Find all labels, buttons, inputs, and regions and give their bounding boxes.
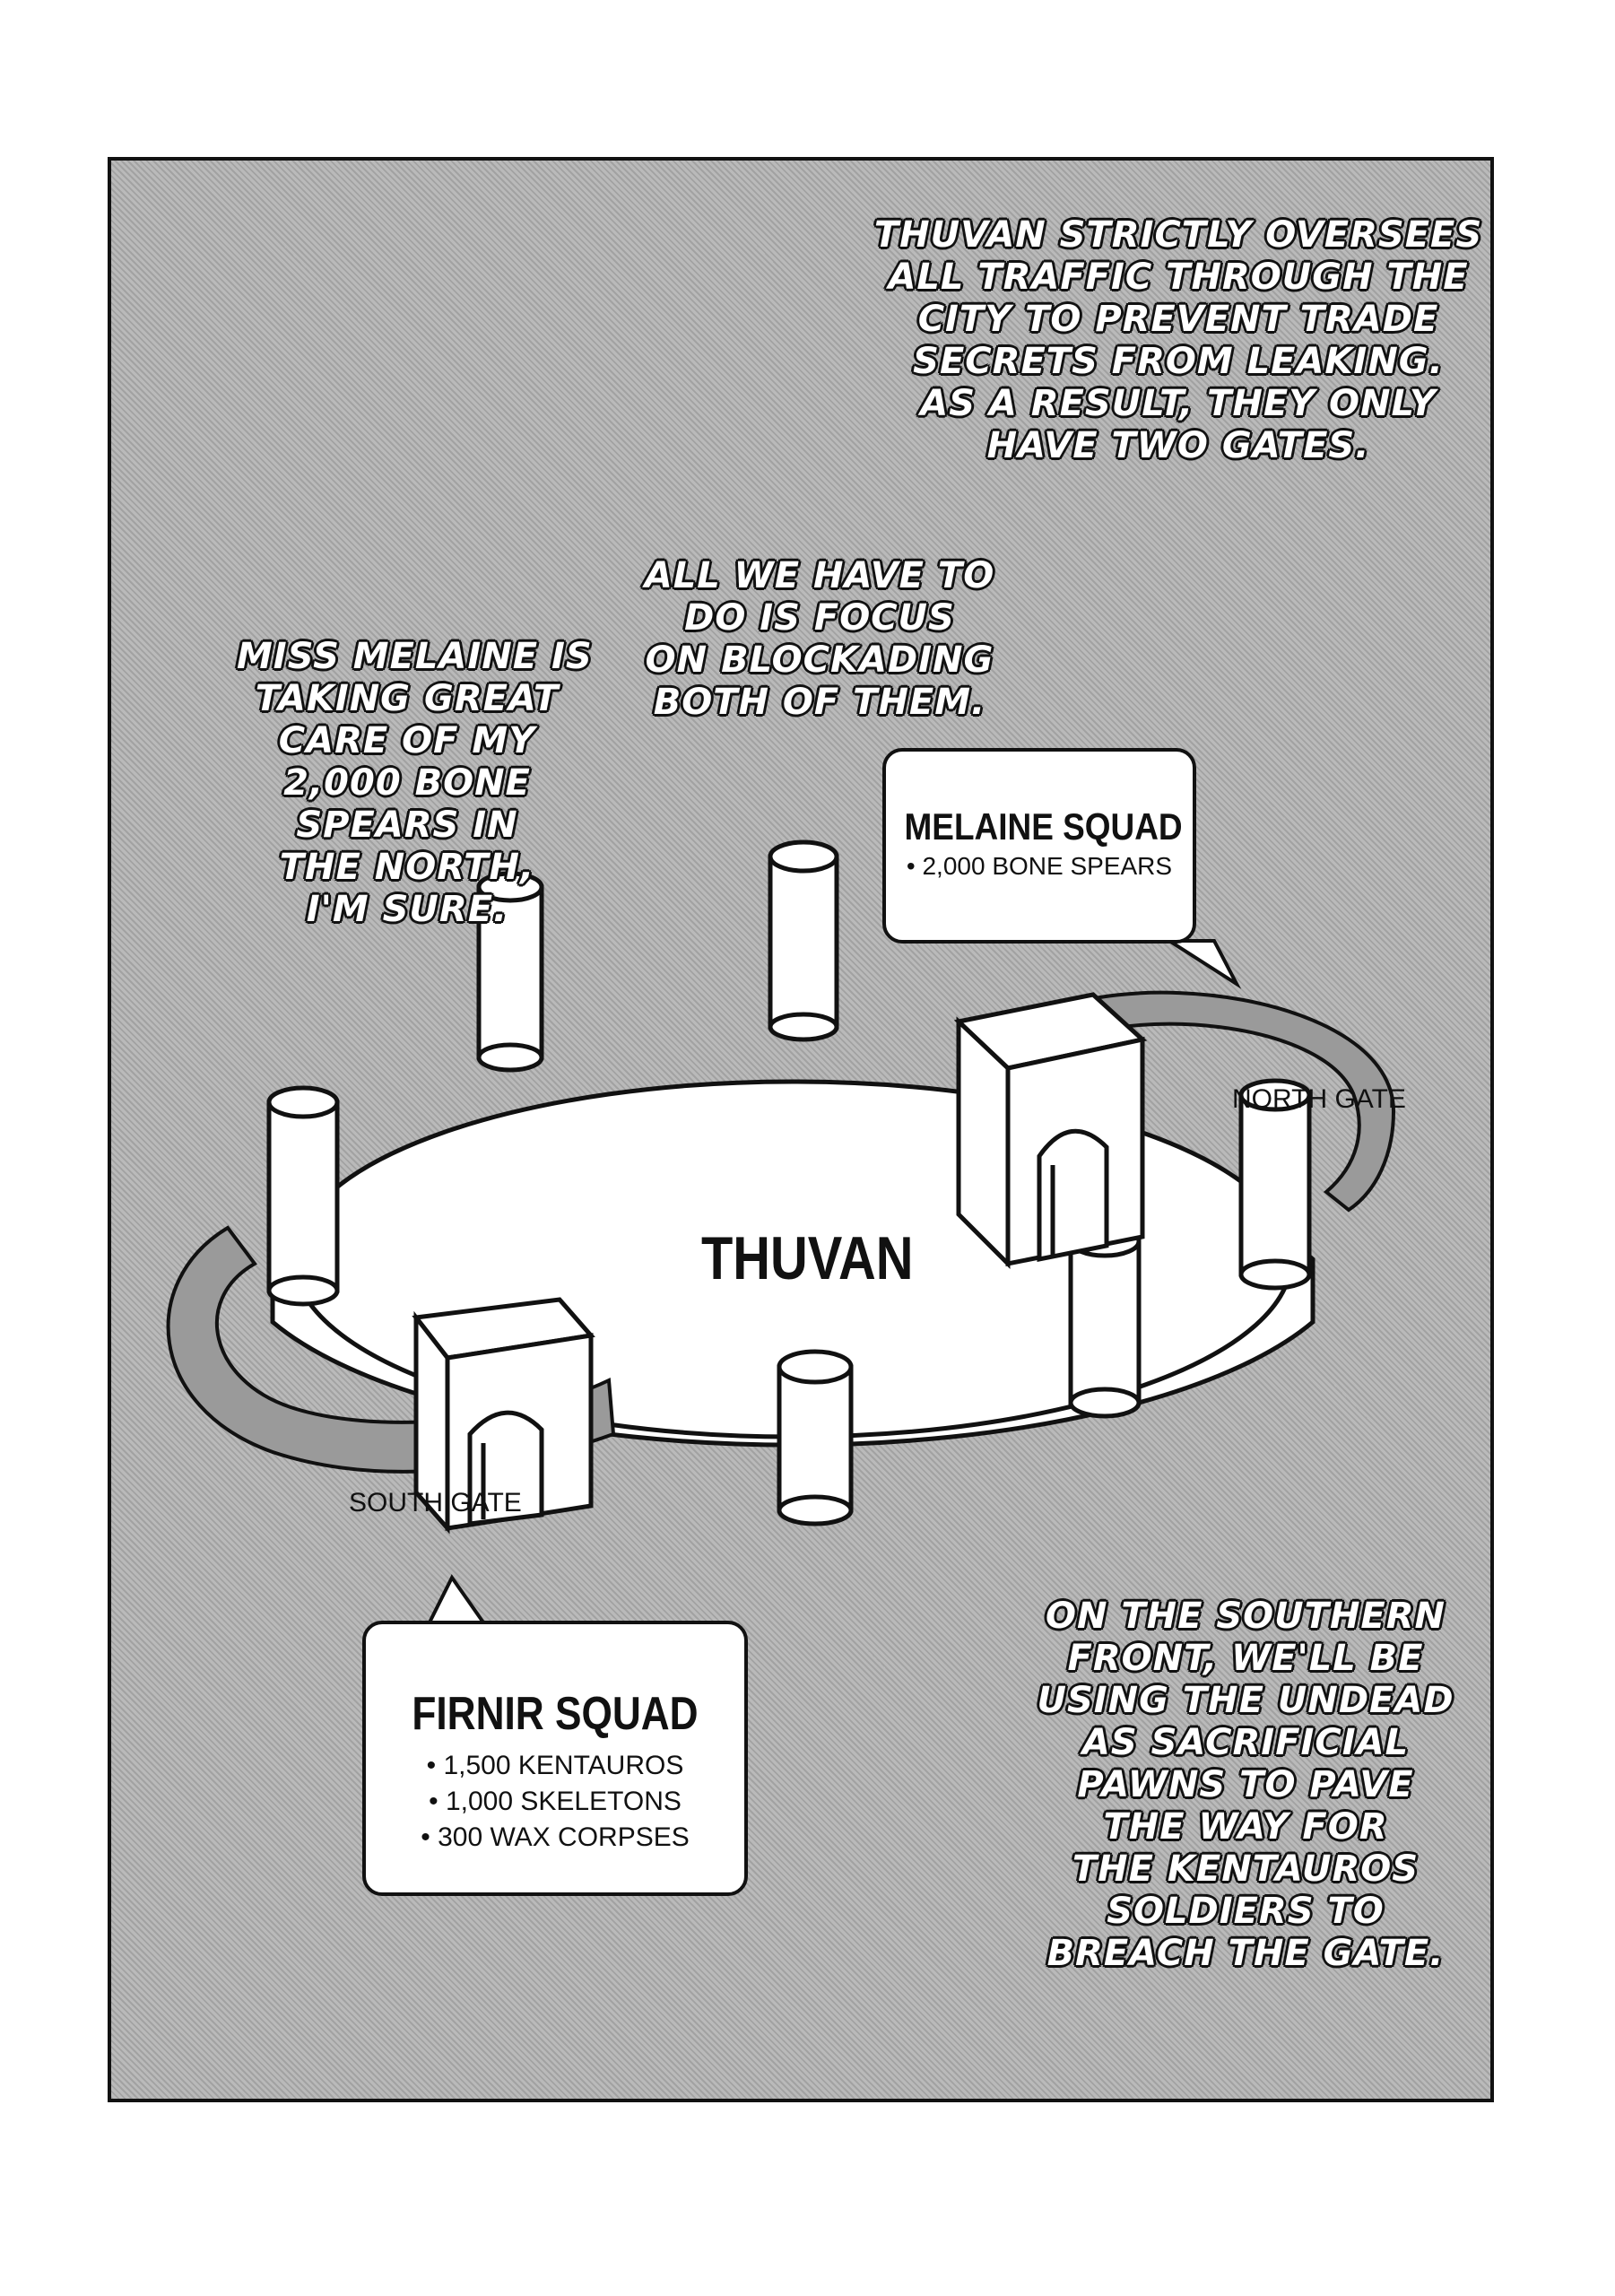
city-map-illustration (166, 839, 1396, 1624)
south-gate-arrow (166, 1225, 616, 1474)
north-gate-arrow (1013, 990, 1396, 1213)
firnir-squad-item: • 300 WAX CORPSES (421, 1822, 690, 1852)
north-gate (953, 992, 1148, 1270)
firnir-squad-item: • 1,000 SKELETONS (429, 1787, 682, 1816)
comic-panel: THUVAN STRICTLY OVERSEES ALL TRAFFIC THR… (108, 157, 1494, 2102)
melaine-squad-box: MELAINE SQUAD • 2,000 BONE SPEARS (882, 748, 1196, 944)
tower (777, 1349, 854, 1526)
melaine-box-tail (1163, 939, 1242, 989)
firnir-squad-title: FIRNIR SQUAD (412, 1688, 699, 1740)
tower (266, 1085, 340, 1307)
narration-top-right: THUVAN STRICTLY OVERSEES ALL TRAFFIC THR… (873, 213, 1483, 467)
city-name: THUVAN (701, 1224, 914, 1292)
narration-center: ALL WE HAVE TO DO IS FOCUS ON BLOCKADING… (644, 554, 995, 724)
melaine-squad-title: MELAINE SQUAD (904, 805, 1183, 848)
firnir-squad-box: FIRNIR SQUAD • 1,500 KENTAUROS • 1,000 S… (362, 1621, 748, 1896)
south-gate-label: SOUTH GATE (349, 1488, 522, 1518)
narration-left: MISS MELAINE IS TAKING GREAT CARE OF MY … (236, 635, 593, 931)
tower (1068, 1224, 1142, 1419)
tower (1238, 1078, 1312, 1291)
firnir-box-tail (426, 1574, 487, 1624)
north-gate-label: NORTH GATE (1232, 1084, 1406, 1114)
south-gate (412, 1297, 595, 1535)
melaine-squad-item: • 2,000 BONE SPEARS (906, 852, 1173, 880)
tower (768, 839, 839, 1042)
narration-bottom-right: ON THE SOUTHERN FRONT, WE'LL BE USING TH… (1036, 1595, 1454, 1975)
firnir-squad-item: • 1,500 KENTAUROS (426, 1751, 684, 1780)
tower (476, 871, 544, 1073)
